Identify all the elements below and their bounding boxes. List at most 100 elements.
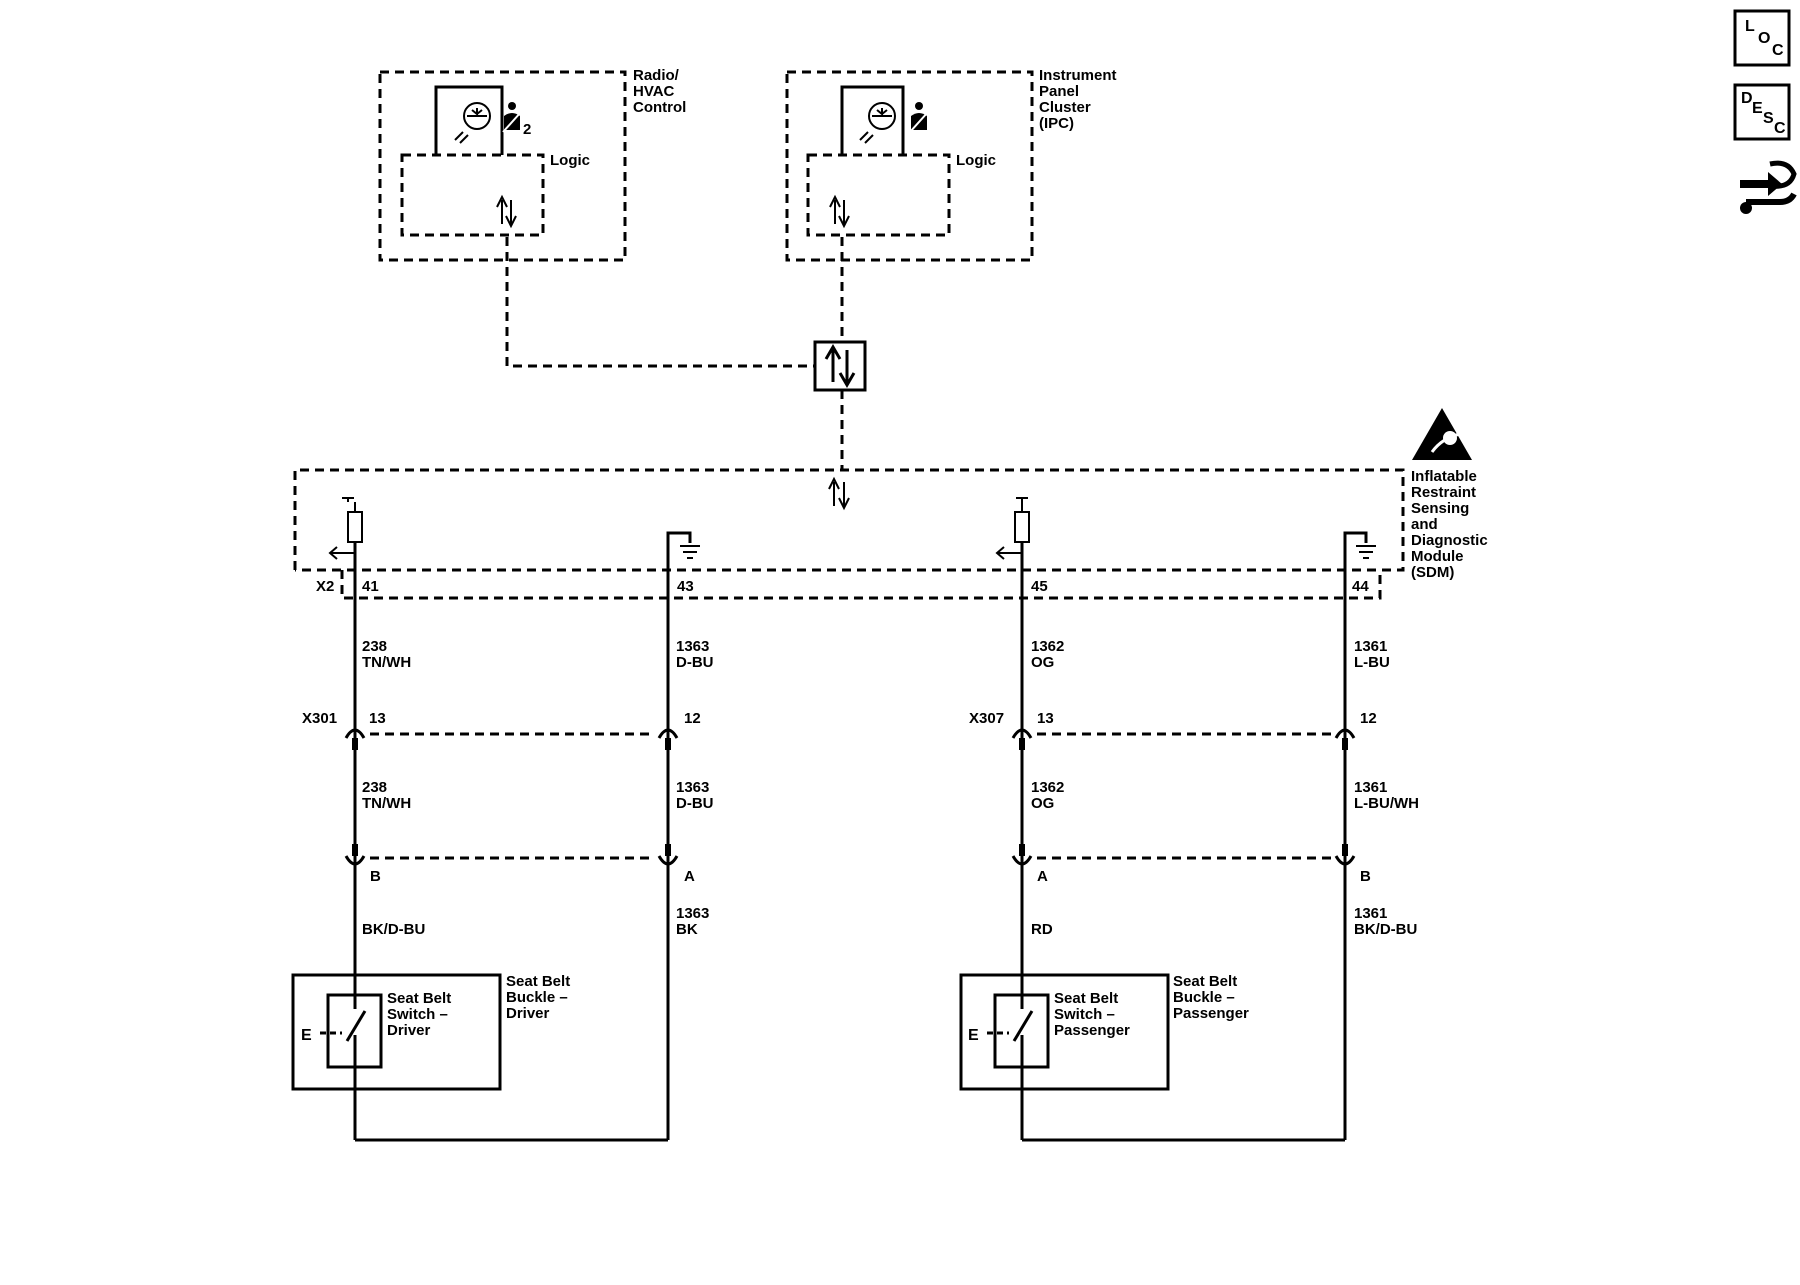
connector-repair-icon[interactable] <box>1740 160 1797 214</box>
wire-1363-circuit-3: 1363 <box>676 905 709 922</box>
ipc-label-4: (IPC) <box>1039 115 1074 132</box>
passenger-ground-symbol: E <box>968 1027 979 1044</box>
wire-1361-circuit-3: 1361 <box>1354 905 1387 922</box>
loc-letter-l: L <box>1745 18 1755 35</box>
wire-238-circuit: 238 <box>362 638 387 655</box>
passenger-switch-wire-color: RD <box>1031 921 1053 938</box>
wire-1362-color: OG <box>1031 654 1054 671</box>
wire-1363-color: D-BU <box>676 654 714 671</box>
loc-letter-c: C <box>1772 42 1784 59</box>
wire-1361-color-2: L-BU/WH <box>1354 795 1419 812</box>
x301-pin-left: 13 <box>369 710 386 727</box>
passenger-buckle-label-3: Passenger <box>1173 1005 1249 1022</box>
pin-43: 43 <box>677 578 694 595</box>
seat-belt-icon <box>502 102 522 133</box>
pin-45: 45 <box>1031 578 1048 595</box>
radio-hvac-label-1: Radio/ <box>633 67 680 84</box>
desc-letter-c: C <box>1774 120 1786 137</box>
wire-circuits <box>353 542 1347 1142</box>
serial-data-bus <box>505 237 867 511</box>
location-button[interactable]: L O C <box>1733 9 1791 67</box>
driver-buckle-label-2: Buckle – <box>506 989 568 1006</box>
loc-letter-o: O <box>1758 30 1770 47</box>
lower-wire-labels: BK/D-BU 1363 BK RD 1361 BK/D-BU <box>362 905 1417 938</box>
wire-1361-color-3: BK/D-BU <box>1354 921 1417 938</box>
radio-logic-label: Logic <box>550 152 590 169</box>
data-arrows-icon <box>829 194 850 229</box>
sdm-connector-label: X2 <box>316 578 334 595</box>
sdm-label-2: Restraint <box>1411 484 1476 501</box>
data-arrows-icon <box>496 194 517 229</box>
sdm-label-4: and <box>1411 516 1438 533</box>
serial-data-gateway-icon <box>813 340 867 392</box>
driver-switch-wire-color: BK/D-BU <box>362 921 425 938</box>
indicator-lamp-icon <box>454 102 491 144</box>
wire-1363-color-3: BK <box>676 921 698 938</box>
sdm-data-arrows-icon <box>828 476 850 511</box>
x307-pin-right: 12 <box>1360 710 1377 727</box>
desc-letter-d: D <box>1741 90 1753 107</box>
driver-buckle-pin-right: A <box>684 868 695 885</box>
wire-1362-circuit-2: 1362 <box>1031 779 1064 796</box>
driver-buckle-pin-left: B <box>370 868 381 885</box>
radio-hvac-control-module: 2 Logic Radio/ HVAC Control <box>378 67 686 262</box>
indicator-number: 2 <box>523 121 531 138</box>
middle-wire-labels: 238 TN/WH 1363 D-BU 1362 OG 1361 L-BU/WH <box>362 779 1419 812</box>
passenger-switch-label-3: Passenger <box>1054 1022 1130 1039</box>
inline-connector-x301-x307: X301 13 12 X307 13 12 <box>302 710 1377 750</box>
wire-1362-circuit: 1362 <box>1031 638 1064 655</box>
wire-1363-color-2: D-BU <box>676 795 714 812</box>
wire-1362-color-2: OG <box>1031 795 1054 812</box>
seat-belt-icon <box>909 102 929 133</box>
buckle-connectors: B A A B <box>344 844 1371 885</box>
passenger-buckle-pin-left: A <box>1037 868 1048 885</box>
sdm-label-5: Diagnostic <box>1411 532 1488 549</box>
desc-letter-e: E <box>1752 100 1763 117</box>
x301-pin-right: 12 <box>684 710 701 727</box>
ipc-label-2: Panel <box>1039 83 1079 100</box>
ipc-label-1: Instrument <box>1039 67 1117 84</box>
pin-44: 44 <box>1352 578 1369 595</box>
indicator-lamp-icon <box>859 102 896 144</box>
x307-label: X307 <box>969 710 1004 727</box>
switch-contact-icon <box>320 995 367 1067</box>
sdm-module: Inflatable Restraint Sensing and Diagnos… <box>293 408 1488 600</box>
passenger-switch-label-1: Seat Belt <box>1054 990 1118 1007</box>
passenger-buckle-label-1: Seat Belt <box>1173 973 1237 990</box>
desc-letter-s: S <box>1763 110 1774 127</box>
pin-41: 41 <box>362 578 379 595</box>
wire-1363-circuit-2: 1363 <box>676 779 709 796</box>
instrument-panel-cluster-module: Logic Instrument Panel Cluster (IPC) <box>785 67 1117 262</box>
driver-buckle-label-3: Driver <box>506 1005 550 1022</box>
driver-ground-symbol: E <box>301 1027 312 1044</box>
airbag-warning-icon <box>1412 408 1472 460</box>
upper-wire-labels: 238 TN/WH 1363 D-BU 1362 OG 1361 L-BU <box>362 638 1390 671</box>
passenger-pullup-resistor <box>995 497 1030 560</box>
switch-contact-icon <box>987 995 1034 1067</box>
x301-label: X301 <box>302 710 337 727</box>
wire-1363-circuit: 1363 <box>676 638 709 655</box>
driver-switch-label-3: Driver <box>387 1022 431 1039</box>
driver-pullup-resistor <box>328 497 363 560</box>
wire-238-color-2: TN/WH <box>362 795 411 812</box>
ipc-logic-label: Logic <box>956 152 996 169</box>
driver-buckle-label-1: Seat Belt <box>506 973 570 990</box>
driver-ground-icon <box>666 531 700 596</box>
sdm-label-6: Module <box>1411 548 1464 565</box>
radio-hvac-label-2: HVAC <box>633 83 675 100</box>
wire-1361-circuit-2: 1361 <box>1354 779 1387 796</box>
sdm-label-3: Sensing <box>1411 500 1469 517</box>
passenger-buckle-pin-right: B <box>1360 868 1371 885</box>
wire-238-color: TN/WH <box>362 654 411 671</box>
seat-belt-buckle-driver: E Seat Belt Switch – Driver Seat Belt Bu… <box>291 973 570 1091</box>
seat-belt-buckle-passenger: E Seat Belt Switch – Passenger Seat Belt… <box>959 973 1249 1091</box>
x307-pin-left: 13 <box>1037 710 1054 727</box>
passenger-ground-icon <box>1343 531 1376 596</box>
ipc-label-3: Cluster <box>1039 99 1091 116</box>
description-button[interactable]: D E S C <box>1733 83 1791 141</box>
sdm-label-7: (SDM) <box>1411 564 1454 581</box>
wire-238-circuit-2: 238 <box>362 779 387 796</box>
driver-switch-label-1: Seat Belt <box>387 990 451 1007</box>
wire-1361-circuit: 1361 <box>1354 638 1387 655</box>
